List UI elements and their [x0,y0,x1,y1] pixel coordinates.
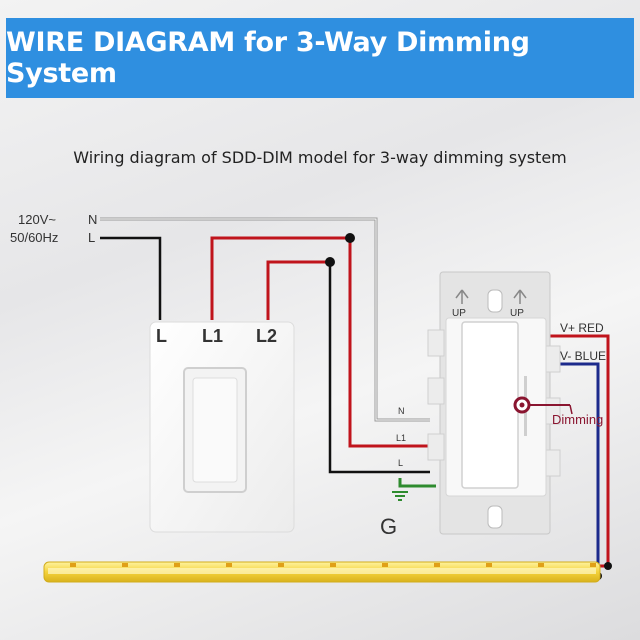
source-frequency-label: 50/60Hz [10,230,58,245]
dimmer-wire-l-label: L [398,458,403,468]
dimmer-wire-l1-label: L1 [396,433,406,443]
three-way-switch: L L1 L2 [149,321,295,533]
led-strip-segment-mark [226,563,232,567]
neutral-wire [100,217,430,422]
source-n-label: N [88,212,97,227]
switch-terminal-l2: L2 [256,326,277,346]
diagram-subtitle: Wiring diagram of SDD-DlM model for 3-wa… [73,148,567,167]
title-banner: WIRE DIAGRAM for 3-Way Dimming System [6,18,634,98]
junction-dot-l2 [325,257,335,267]
led-strip-segment-mark [330,563,336,567]
led-strip-segment-mark [382,563,388,567]
switch-terminal-l: L [156,326,167,346]
dimmer-switch: UP UP [427,271,561,535]
dimmer-up-label-left: UP [452,308,466,319]
load-wire [328,262,430,474]
dimming-label: Dimming [552,412,603,427]
led-strip-segment-mark [70,563,76,567]
output-blue-label: V- BLUE [560,349,606,363]
led-strip-segment-mark [590,563,596,567]
dimmer-up-label-right: UP [510,308,524,319]
ground-wire [398,478,436,488]
traveler-l2-wire [266,260,330,320]
junction-dot-red-out [604,562,612,570]
dimmer-wire-n-label: N [398,406,405,416]
led-strip-segment-mark [122,563,128,567]
led-strip-segment-mark [434,563,440,567]
banner-title: WIRE DIAGRAM for 3-Way Dimming System [6,27,530,89]
led-strip-segment-mark [278,563,284,567]
source-l-label: L [88,230,95,245]
junction-dot-l1 [345,233,355,243]
led-strip-segments [70,563,596,567]
led-strip-segment-mark [538,563,544,567]
led-strip-segment-mark [174,563,180,567]
line-wire-source [100,236,162,320]
led-strip [43,561,601,583]
switch-terminal-l1: L1 [202,326,223,346]
ground-label: G [380,514,397,539]
dimming-marker [513,396,573,415]
ground-icon [392,491,408,501]
source-voltage-label: 120V~ [18,212,56,227]
led-strip-segment-mark [486,563,492,567]
output-red-wire [548,334,610,568]
output-red-label: V+ RED [560,321,604,335]
